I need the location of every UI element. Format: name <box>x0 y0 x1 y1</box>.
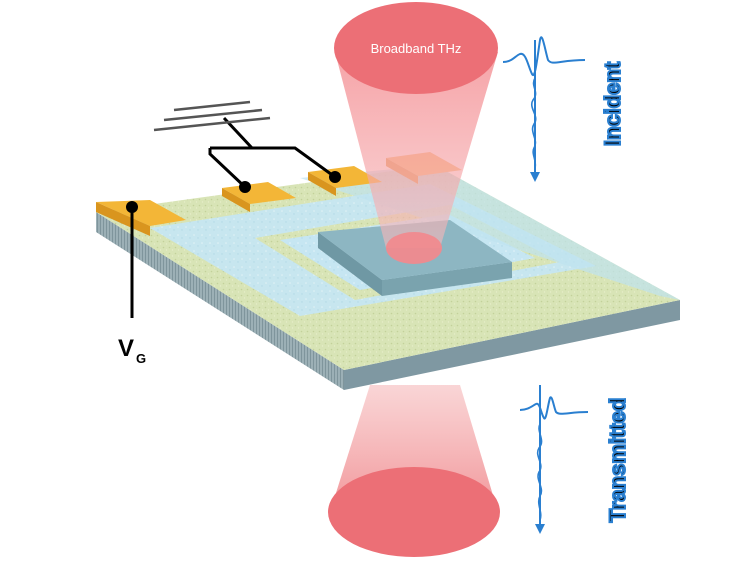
incident-waveform: Incident <box>502 36 626 182</box>
gate-contact <box>96 200 186 236</box>
ground-symbol <box>153 100 271 132</box>
transmitted-beam <box>328 385 500 557</box>
gate-subscript: G <box>136 351 146 366</box>
incident-beam-spot <box>334 2 498 94</box>
incident-label: Incident <box>600 61 625 146</box>
transmitted-beam-spot <box>328 467 500 557</box>
substrate-right-face <box>344 300 680 390</box>
transmitted-waveform: Transmitted <box>519 385 631 534</box>
source-wire <box>208 148 247 189</box>
gate-label: V <box>118 335 134 362</box>
drain-wire <box>210 146 336 179</box>
beam-label: Broadband THz <box>371 41 462 56</box>
incident-beam: Broadband THz <box>334 2 498 264</box>
substrate-front-face <box>96 212 344 390</box>
contact-dots <box>126 171 341 213</box>
gate-voltage-label: V G <box>118 335 146 366</box>
transmitted-label: Transmitted <box>605 398 630 523</box>
